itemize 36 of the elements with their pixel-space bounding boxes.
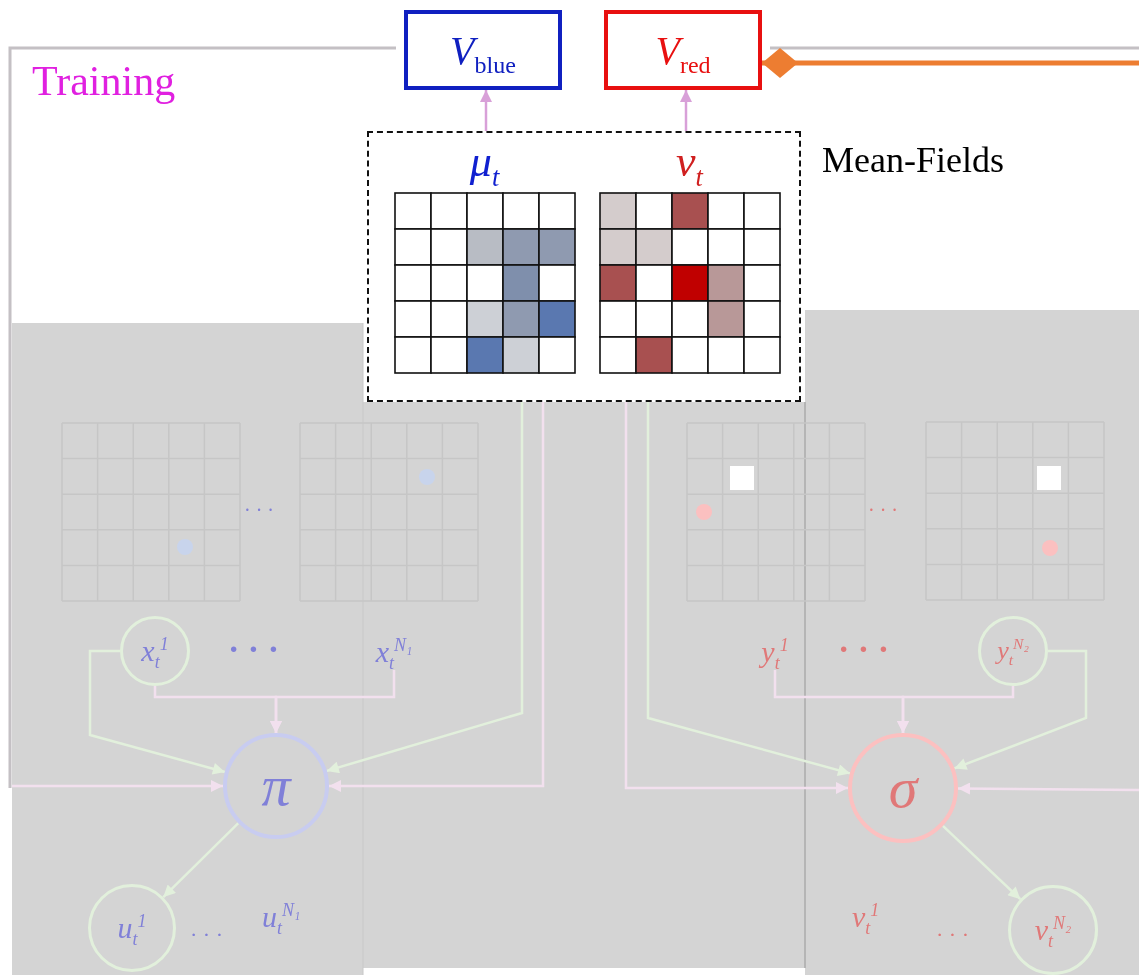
arrow [480, 90, 492, 131]
ellipsis-mark: · · · [228, 632, 280, 666]
arrow [624, 402, 848, 794]
arrow [942, 824, 1022, 900]
arrow [270, 670, 396, 733]
variable-circle [978, 616, 1048, 686]
arrow [953, 649, 1088, 770]
action-circle [1008, 885, 1098, 975]
arrow [329, 402, 545, 792]
arrow [680, 90, 692, 131]
box-label: V$_{blue}$ [450, 26, 516, 74]
arrow [162, 822, 240, 898]
arrow [326, 402, 524, 774]
heatmap-title: ν$_{t}$ [675, 139, 705, 184]
arrow [12, 780, 223, 792]
value-box [604, 10, 762, 90]
policy-symbol: π [261, 757, 291, 815]
frame-title: Mean-Fields [822, 142, 1004, 178]
ellipsis-mark: · · · [838, 632, 890, 666]
action-circle [88, 884, 176, 972]
value-box [404, 10, 562, 90]
policy-symbol: σ [888, 759, 918, 817]
arrow [958, 782, 1139, 795]
arrow [88, 649, 226, 775]
heatmap-title: μ$_{t}$ [468, 139, 501, 184]
arrow [646, 402, 851, 776]
policy-circle [848, 733, 958, 843]
variable-circle [120, 616, 190, 686]
arrow [897, 686, 1015, 733]
box-label: V$_{red}$ [655, 26, 711, 74]
policy-circle [223, 733, 329, 839]
ellipsis-mark: · · · [936, 924, 969, 946]
region-title: Training [32, 60, 176, 102]
ellipsis-mark: · · · [868, 500, 898, 520]
ellipsis-mark: · · · [190, 924, 223, 946]
ellipsis-mark: · · · [244, 500, 274, 520]
